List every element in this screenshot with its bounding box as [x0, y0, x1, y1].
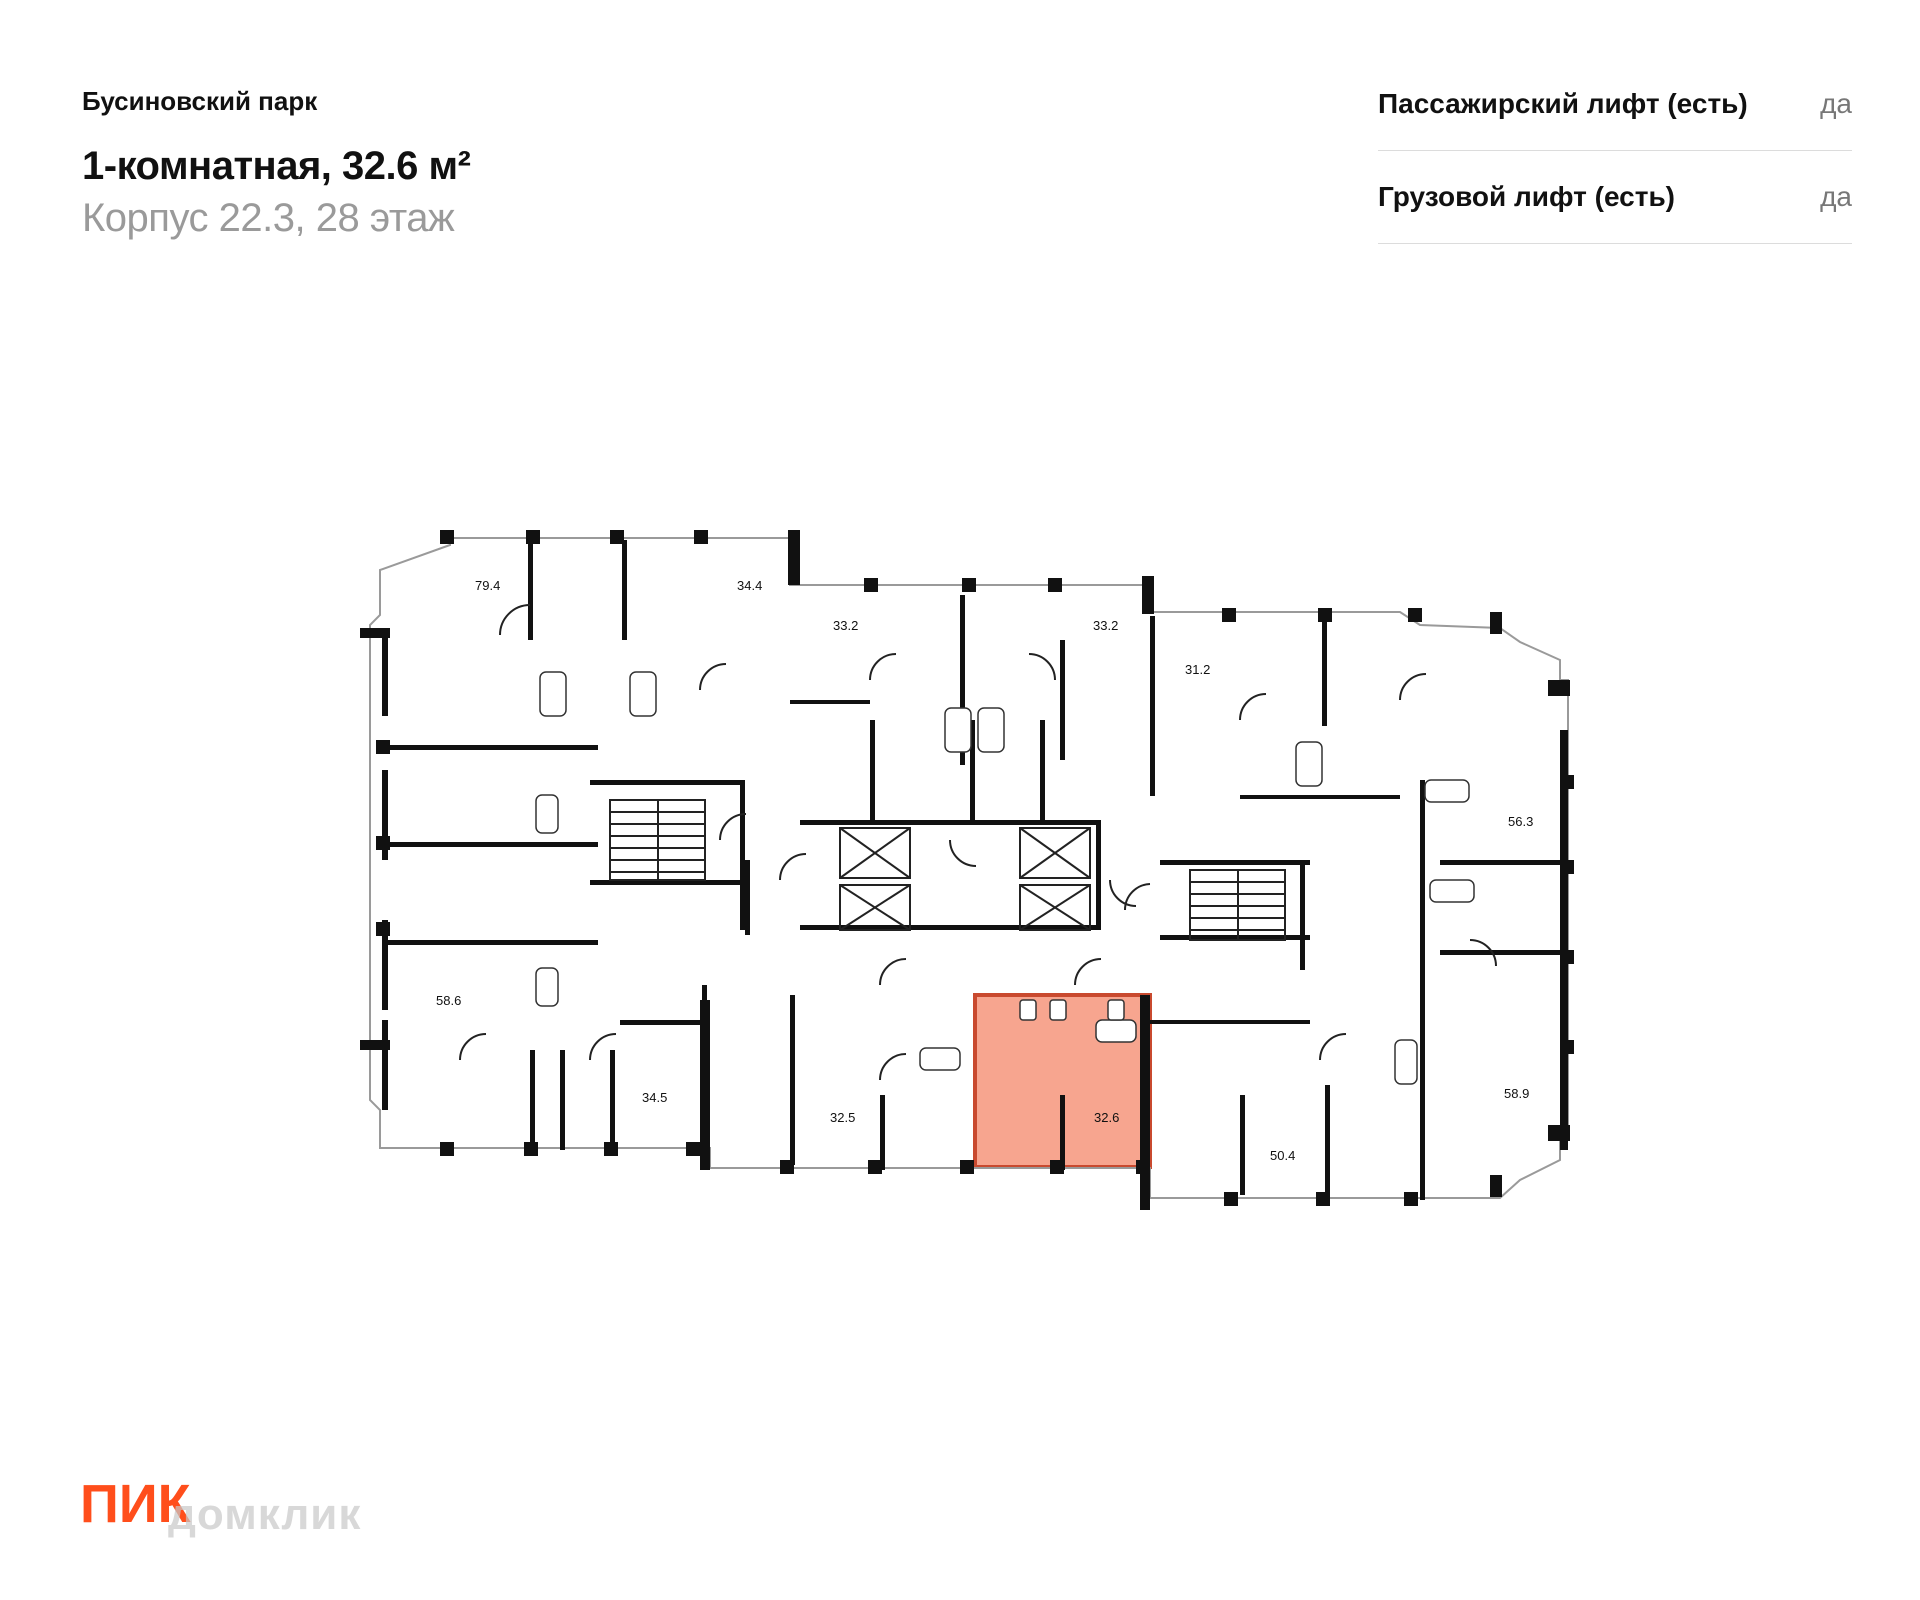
apartment-area-label[interactable]: 33.2 [833, 618, 858, 633]
apartment-labels: 79.4 34.4 33.2 33.2 31.2 56.3 58.6 34.5 … [436, 578, 1533, 1163]
apartment-area-label[interactable]: 33.2 [1093, 618, 1118, 633]
watermark: домклик [168, 1490, 362, 1539]
feature-value: да [1820, 181, 1852, 212]
feature-passenger-lift: Пассажирский лифт (есть) да [1378, 58, 1852, 151]
stair-left [609, 799, 706, 881]
apartment-area-label[interactable]: 34.4 [737, 578, 762, 593]
apartment-area-label[interactable]: 58.9 [1504, 1086, 1529, 1101]
bath-fixtures [535, 671, 1475, 1085]
pik-logo: ПИК [80, 1478, 192, 1528]
svg-text:ПИК: ПИК [80, 1478, 192, 1528]
elevators [839, 827, 1091, 931]
selected-apartment-area-label[interactable]: 32.6 [1094, 1110, 1119, 1125]
apartment-area-label[interactable]: 34.5 [642, 1090, 667, 1105]
feature-freight-lift: Грузовой лифт (есть) да [1378, 151, 1852, 244]
feature-label: Грузовой лифт (есть) [1378, 181, 1675, 212]
apartment-area-label[interactable]: 58.6 [436, 993, 461, 1008]
feature-label: Пассажирский лифт (есть) [1378, 88, 1748, 119]
apartment-area-label[interactable]: 56.3 [1508, 814, 1533, 829]
features-list: Пассажирский лифт (есть) да Грузовой лиф… [1378, 58, 1852, 244]
building-floor-subtitle: Корпус 22.3, 28 этаж [82, 196, 455, 240]
apartment-area-label[interactable]: 50.4 [1270, 1148, 1295, 1163]
doors [459, 604, 1497, 1081]
apartment-area-label[interactable]: 32.5 [830, 1110, 855, 1125]
columns [376, 530, 1574, 1206]
stair-right [1189, 869, 1286, 941]
project-name: Бусиновский парк [82, 86, 318, 116]
apartment-title: 1-комнатная, 32.6 м² [82, 144, 471, 188]
feature-value: да [1820, 88, 1852, 119]
apartment-area-label[interactable]: 79.4 [475, 578, 500, 593]
apartment-area-label[interactable]: 31.2 [1185, 662, 1210, 677]
